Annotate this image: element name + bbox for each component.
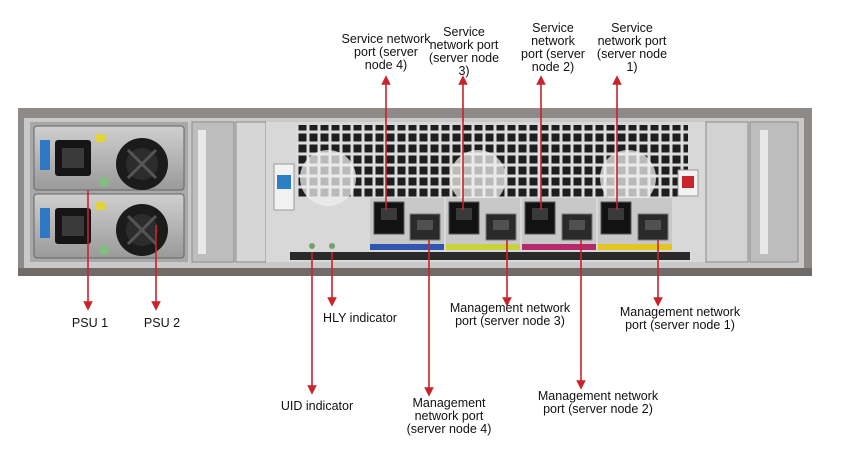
label-psu2: PSU 2 [143,316,181,330]
label-service-node4: Service network port (server node 4) [341,32,431,72]
blank-slots-right [705,121,799,263]
blank-slots-left [191,121,267,263]
label-mgmt-node3: Management network port (server node 3) [449,301,571,328]
node-panel [266,122,706,262]
psu-bay [30,122,188,262]
label-uid-indicator: UID indicator [280,399,354,413]
label-mgmt-node4: Management network port (server node 4) [406,396,492,436]
label-mgmt-node1: Management network port (server node 1) [619,305,741,332]
label-service-node1: Service network port (server node 1) [596,21,668,74]
label-hly-indicator: HLY indicator [323,311,397,325]
label-service-node3: Service network port (server node 3) [428,25,500,78]
label-mgmt-node2: Management network port (server node 2) [537,389,659,416]
label-service-node2: Service network port (server node 2) [521,21,585,74]
callout-arrows [83,75,663,397]
label-psu1: PSU 1 [71,316,109,330]
